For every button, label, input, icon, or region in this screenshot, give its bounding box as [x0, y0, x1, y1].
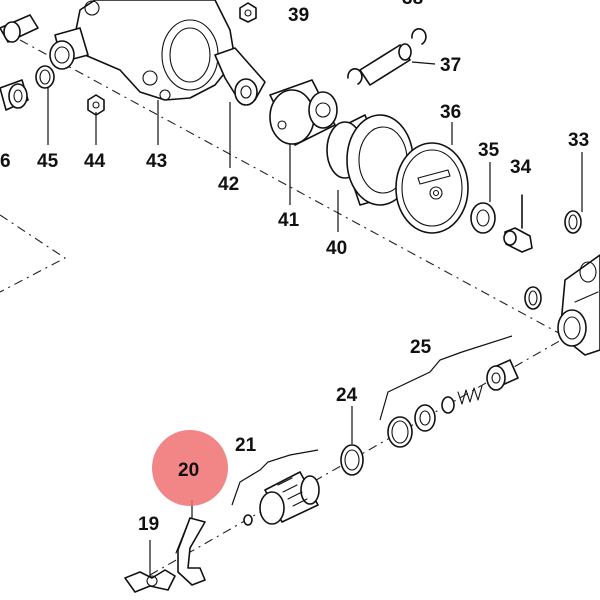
highlight-circle	[152, 430, 228, 506]
fitting-46	[0, 79, 29, 111]
wing-screw-19	[124, 569, 176, 593]
crank-arm	[214, 47, 266, 106]
part-label-37: 37	[440, 55, 461, 76]
part-label-40: 40	[326, 238, 347, 259]
part-label-21: 21	[235, 435, 257, 456]
part-label-36: 36	[440, 102, 461, 123]
part-label-19: 19	[138, 514, 159, 535]
part-label-25: 25	[410, 337, 432, 358]
nut-44	[87, 94, 105, 116]
part-label-35: 35	[478, 140, 500, 161]
part-label-41: 41	[278, 210, 300, 231]
part-label-45: 45	[37, 151, 59, 172]
part-label-39: 39	[288, 5, 309, 26]
valve-kit-25	[387, 359, 519, 448]
part-labels: 6 45 44 43 42 41 40 39 38 37 36 35 34 33…	[0, 0, 589, 535]
screw-34	[503, 194, 533, 253]
o-rings-33	[524, 210, 582, 310]
valve-body	[557, 254, 600, 356]
lever-20	[175, 517, 206, 586]
part-label-24: 24	[336, 385, 358, 406]
part-label-42: 42	[218, 174, 239, 195]
part-label-33: 33	[568, 130, 589, 151]
part-label-44: 44	[84, 151, 106, 172]
part-label-34: 34	[510, 157, 532, 178]
o-ring-24	[340, 444, 364, 476]
part-label-43: 43	[146, 151, 167, 172]
part-label-20: 20	[178, 460, 199, 481]
part-label-38: 38	[402, 0, 423, 9]
nozzle-21	[243, 471, 320, 526]
pump-housing	[0, 0, 236, 101]
washer-35	[470, 202, 496, 234]
eccentric-41	[269, 79, 338, 146]
flange-36	[395, 142, 469, 234]
o-ring-45	[35, 65, 55, 89]
part-label-46: 6	[0, 151, 11, 172]
nut-39	[239, 2, 257, 23]
pin-37	[347, 28, 427, 86]
